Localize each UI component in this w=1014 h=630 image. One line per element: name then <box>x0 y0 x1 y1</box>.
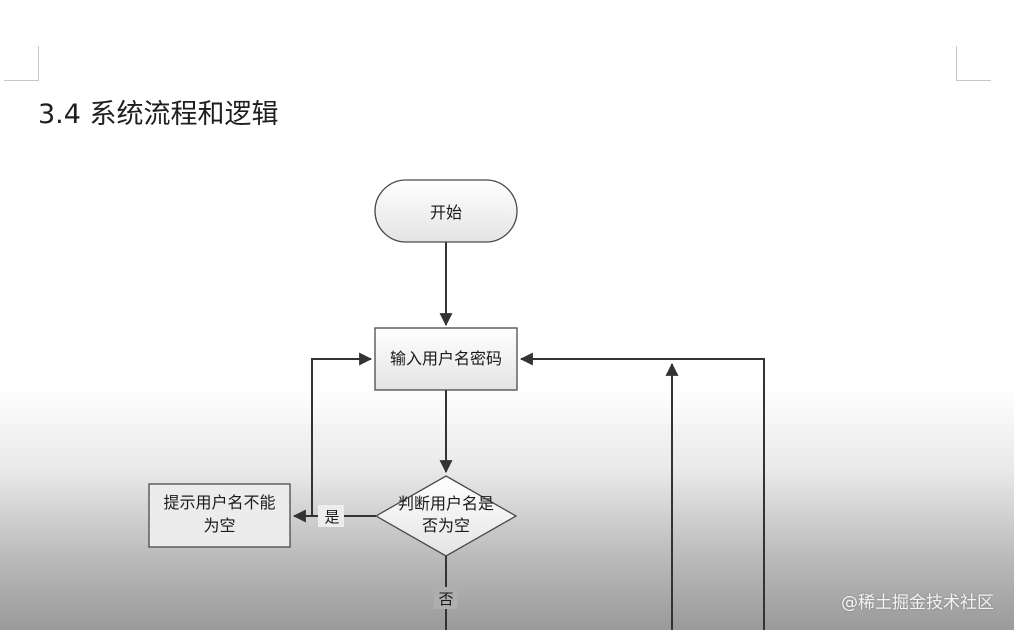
page-corner-mark-top-left <box>4 46 39 81</box>
input-credentials-node: 输入用户名密码 <box>374 327 518 391</box>
prompt-label-line2: 为空 <box>203 516 235 535</box>
page-corner-mark-top-right <box>956 46 991 81</box>
edge-yes-label-bg <box>318 505 344 527</box>
edge-yes-label: 是 <box>324 508 339 526</box>
prompt-username-empty-node: 提示用户名不能 为空 <box>148 483 291 548</box>
start-node-label: 开始 <box>430 203 462 222</box>
watermark: @稀土掘金技术社区 <box>841 593 994 613</box>
section-heading: 3.4 系统流程和逻辑 <box>38 99 279 130</box>
check-username-label-line1: 判断用户名是 <box>398 494 494 513</box>
edge-no-label-bg <box>434 587 458 609</box>
edge-prompt-back-to-input <box>311 352 373 516</box>
edge-no-label: 否 <box>438 590 453 608</box>
start-node: 开始 <box>374 179 518 243</box>
check-username-empty-node: 判断用户名是 否为空 <box>374 475 518 557</box>
check-username-label-line2: 否为空 <box>422 516 470 535</box>
edge-outer-loop-to-input <box>519 352 765 630</box>
prompt-label-line1: 提示用户名不能 <box>163 493 275 512</box>
input-credentials-label: 输入用户名密码 <box>390 349 502 368</box>
